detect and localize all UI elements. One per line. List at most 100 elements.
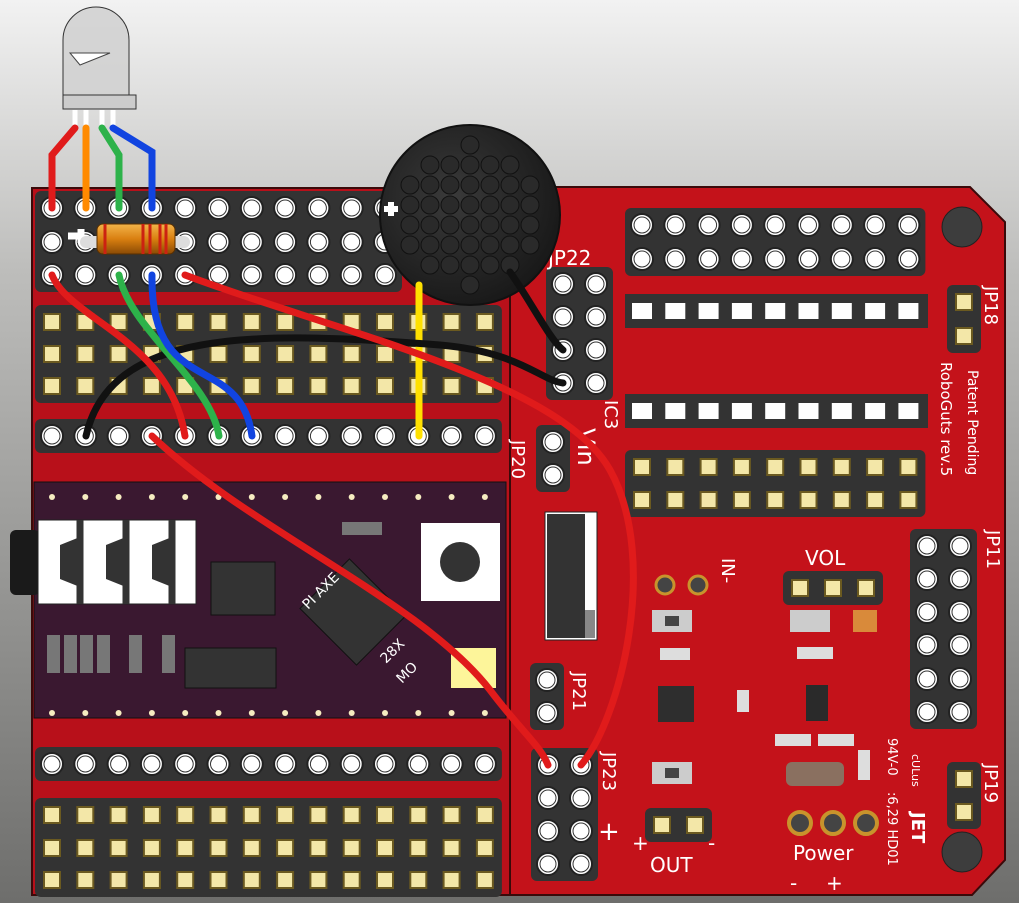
square-pad[interactable] [209, 313, 228, 331]
square-pad[interactable] [899, 491, 918, 509]
square-pad[interactable] [442, 377, 461, 395]
square-pad[interactable] [43, 871, 61, 889]
square-pad[interactable] [832, 491, 851, 509]
square-pad[interactable] [43, 839, 61, 857]
square-pad[interactable] [442, 839, 461, 857]
square-pad[interactable] [766, 458, 785, 476]
square-pad[interactable] [242, 871, 261, 889]
square-pad[interactable] [342, 839, 361, 857]
square-pad[interactable] [142, 377, 161, 395]
square-pad[interactable] [43, 806, 61, 824]
square-pad[interactable] [76, 839, 95, 857]
wire-black[interactable] [82, 334, 567, 440]
square-pad[interactable] [686, 816, 704, 834]
wire-green[interactable] [115, 271, 223, 440]
square-pad[interactable] [666, 491, 685, 509]
square-pad[interactable] [409, 839, 428, 857]
square-pad[interactable] [142, 806, 161, 824]
square-pad[interactable] [276, 806, 295, 824]
square-pad[interactable] [666, 458, 685, 476]
power-terminal[interactable] [853, 810, 879, 836]
square-pad[interactable] [76, 806, 95, 824]
square-pad[interactable] [342, 871, 361, 889]
square-pad[interactable] [409, 871, 428, 889]
square-pad[interactable] [242, 806, 261, 824]
square-pad[interactable] [142, 839, 161, 857]
square-pad[interactable] [309, 345, 328, 363]
square-pad[interactable] [376, 839, 394, 857]
square-pad[interactable] [791, 579, 809, 597]
square-pad[interactable] [732, 491, 751, 509]
square-pad[interactable] [376, 345, 394, 363]
square-pad[interactable] [242, 313, 261, 331]
wire-blue[interactable] [148, 271, 256, 440]
wire-red-2[interactable] [181, 271, 637, 769]
square-pad[interactable] [76, 377, 95, 395]
square-pad[interactable] [699, 458, 718, 476]
square-pad[interactable] [242, 839, 261, 857]
square-pad[interactable] [209, 345, 228, 363]
square-pad[interactable] [43, 345, 61, 363]
square-pad[interactable] [109, 806, 128, 824]
square-pad[interactable] [475, 313, 494, 331]
square-pad[interactable] [76, 871, 95, 889]
square-pad[interactable] [376, 806, 394, 824]
square-pad[interactable] [955, 803, 973, 821]
square-pad[interactable] [857, 579, 875, 597]
square-pad[interactable] [899, 458, 918, 476]
square-pad[interactable] [799, 491, 818, 509]
square-pad[interactable] [209, 839, 228, 857]
square-pad[interactable] [209, 871, 228, 889]
slide-switch[interactable] [544, 511, 598, 641]
square-pad[interactable] [342, 806, 361, 824]
square-pad[interactable] [142, 871, 161, 889]
square-pad[interactable] [699, 491, 718, 509]
square-pad[interactable] [955, 327, 973, 345]
square-pad[interactable] [633, 491, 651, 509]
power-terminal[interactable] [820, 810, 846, 836]
square-pad[interactable] [309, 377, 328, 395]
square-pad[interactable] [342, 345, 361, 363]
square-pad[interactable] [176, 871, 195, 889]
square-pad[interactable] [409, 806, 428, 824]
square-pad[interactable] [824, 579, 842, 597]
square-pad[interactable] [955, 770, 973, 788]
wire-red-1[interactable] [48, 271, 189, 440]
square-pad[interactable] [43, 313, 61, 331]
square-pad[interactable] [653, 816, 671, 834]
square-pad[interactable] [799, 458, 818, 476]
square-pad[interactable] [475, 871, 494, 889]
square-pad[interactable] [176, 806, 195, 824]
square-pad[interactable] [276, 313, 295, 331]
square-pad[interactable] [342, 377, 361, 395]
square-pad[interactable] [309, 839, 328, 857]
square-pad[interactable] [309, 871, 328, 889]
square-pad[interactable] [633, 458, 651, 476]
square-pad[interactable] [209, 806, 228, 824]
wire-blue-led[interactable] [109, 124, 156, 212]
square-pad[interactable] [442, 871, 461, 889]
wire-red-3[interactable] [148, 432, 552, 769]
wire-green-led[interactable] [98, 124, 123, 212]
square-pad[interactable] [832, 458, 851, 476]
square-pad[interactable] [955, 293, 973, 311]
square-pad[interactable] [276, 345, 295, 363]
power-terminal[interactable] [787, 810, 813, 836]
square-pad[interactable] [866, 491, 885, 509]
square-pad[interactable] [242, 345, 261, 363]
square-pad[interactable] [276, 871, 295, 889]
square-pad[interactable] [109, 839, 128, 857]
square-pad[interactable] [766, 491, 785, 509]
square-pad[interactable] [475, 806, 494, 824]
square-pad[interactable] [442, 313, 461, 331]
square-pad[interactable] [376, 871, 394, 889]
square-pad[interactable] [475, 839, 494, 857]
square-pad[interactable] [442, 806, 461, 824]
square-pad[interactable] [76, 345, 95, 363]
square-pad[interactable] [276, 377, 295, 395]
square-pad[interactable] [309, 806, 328, 824]
square-pad[interactable] [109, 345, 128, 363]
square-pad[interactable] [732, 458, 751, 476]
wire-red-led[interactable] [48, 124, 79, 212]
square-pad[interactable] [109, 313, 128, 331]
